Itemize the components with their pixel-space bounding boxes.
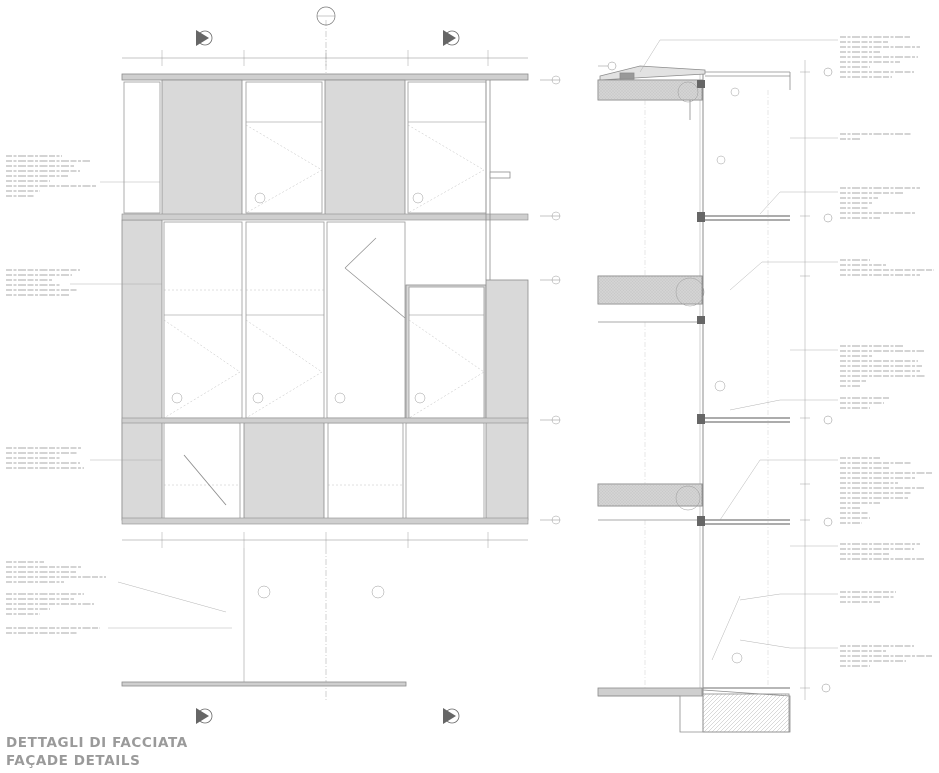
title-italian: DETTAGLI DI FACCIATA	[6, 735, 188, 751]
facade-section	[597, 39, 838, 733]
grid-bubble-icon	[316, 6, 336, 26]
section-cut-marker-icon	[196, 30, 460, 724]
facade-elevation	[70, 20, 560, 700]
title-english: FAÇADE DETAILS	[6, 753, 141, 769]
level-marker-icon	[551, 75, 561, 525]
